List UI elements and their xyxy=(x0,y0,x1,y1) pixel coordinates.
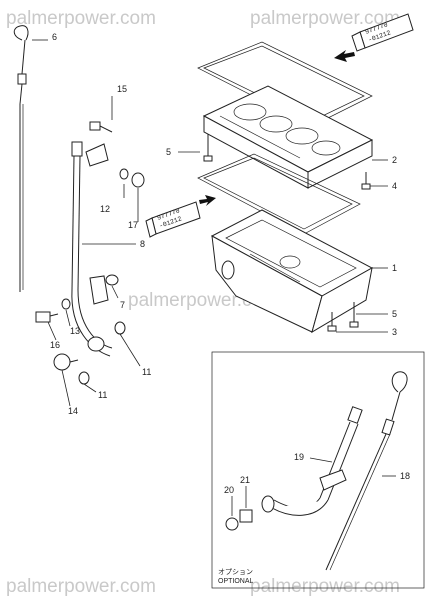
bolt-5-lower xyxy=(349,302,359,328)
callout-4: 4 xyxy=(392,181,397,191)
arrow-to-top-gasket-icon xyxy=(334,50,355,62)
lower-oil-pan xyxy=(210,209,374,334)
upper-oil-pan-body xyxy=(202,85,374,189)
bolt-15 xyxy=(89,121,113,133)
drain-plug-14 xyxy=(53,353,79,371)
dipstick-optional xyxy=(325,371,408,571)
dipstick-main xyxy=(13,25,29,292)
callout-11-lower: 11 xyxy=(98,390,107,400)
sealant-tube-middle: 977770 -01212 xyxy=(145,201,201,238)
callout-15: 15 xyxy=(117,84,127,94)
callout-13: 13 xyxy=(70,326,80,336)
washer-12 xyxy=(119,168,129,180)
callout-5-upper: 5 xyxy=(166,147,171,157)
watermark-top-right: palmerpower.com xyxy=(250,8,400,29)
callout-7: 7 xyxy=(120,300,125,310)
callout-17: 17 xyxy=(128,220,138,230)
callout-6: 6 xyxy=(52,32,57,42)
callout-16: 16 xyxy=(50,340,60,350)
o-ring-20 xyxy=(225,517,239,531)
leader-lines xyxy=(32,39,388,407)
sealant-tube-top: 977770 -01212 xyxy=(351,13,414,52)
callout-20: 20 xyxy=(224,485,234,495)
plug-16 xyxy=(35,311,59,323)
callout-8: 8 xyxy=(140,239,145,249)
optional-label-en: OPTIONAL xyxy=(218,578,254,585)
bolt-4 xyxy=(361,172,371,190)
washer-11-lower xyxy=(78,371,90,385)
bolt-3 xyxy=(327,312,337,332)
callout-11-upper: 11 xyxy=(142,367,151,377)
grommet-7 xyxy=(105,274,119,286)
callout-1: 1 xyxy=(392,263,397,273)
guide-tube-optional xyxy=(261,406,363,516)
watermark-bottom-left: palmerpower.com xyxy=(6,576,156,597)
nut-17 xyxy=(131,172,145,188)
callout-19: 19 xyxy=(294,452,304,462)
bolt-5-upper xyxy=(203,134,213,162)
optional-label-jp: オプション xyxy=(218,568,253,576)
dipstick-guide-tube xyxy=(71,141,113,357)
optional-box: 19 18 20 21 オプション OPTIONAL xyxy=(211,351,425,589)
watermark-bottom-right: palmerpower.com xyxy=(250,576,400,597)
callout-14: 14 xyxy=(68,406,78,416)
washer-13 xyxy=(61,298,71,310)
arrow-to-lower-gasket-icon xyxy=(199,195,216,206)
washer-11-upper xyxy=(114,321,126,335)
callout-2: 2 xyxy=(392,155,397,165)
watermark-top-left: palmerpower.com xyxy=(6,8,156,29)
adapter-21 xyxy=(239,509,253,523)
callout-18: 18 xyxy=(400,471,410,481)
callout-21: 21 xyxy=(240,475,250,485)
callout-5-lower: 5 xyxy=(392,309,397,319)
callout-12: 12 xyxy=(100,204,110,214)
pipe-adapter xyxy=(87,336,105,352)
callout-3: 3 xyxy=(392,327,397,337)
